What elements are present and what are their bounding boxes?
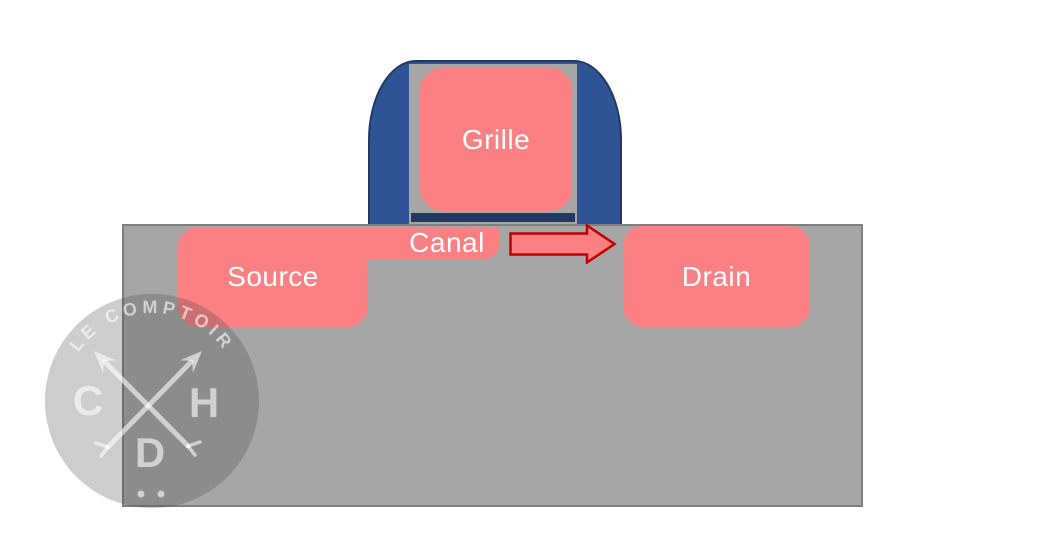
drain-region: Drain bbox=[623, 226, 810, 327]
gate-label: Grille bbox=[461, 123, 531, 155]
arrow-shape bbox=[509, 224, 617, 264]
source-region: Source bbox=[178, 227, 368, 327]
source-label: Source bbox=[227, 261, 319, 292]
current-flow-arrow-icon bbox=[509, 224, 617, 264]
gate-region: Grille bbox=[420, 68, 572, 211]
channel-label: Canal bbox=[409, 227, 485, 258]
watermark-letter-c: C bbox=[73, 377, 103, 424]
drain-label: Drain bbox=[681, 260, 752, 292]
gate-oxide-strip bbox=[411, 213, 575, 222]
channel-region bbox=[340, 227, 500, 259]
